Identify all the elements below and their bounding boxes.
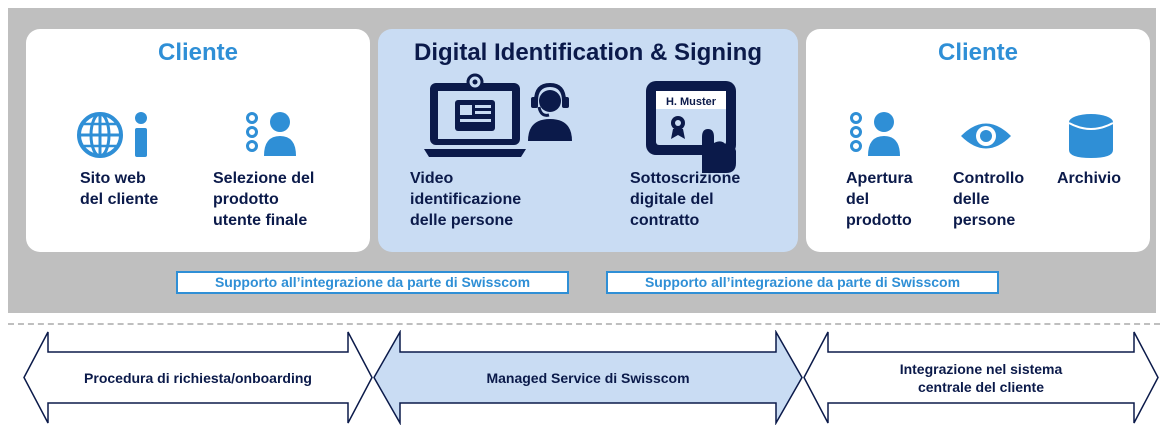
panel-title: Cliente xyxy=(157,39,238,66)
item-label-product-selection: Selezione del prodotto utente finale xyxy=(213,170,315,229)
double-arrow-shape xyxy=(373,330,803,425)
arrow-managed-service: Managed Service di Swisscom xyxy=(372,330,804,425)
database-icon xyxy=(1068,114,1114,158)
arrow-label: Integrazione nel sistema centrale del cl… xyxy=(899,360,1063,395)
signature-name: H. Muster xyxy=(666,96,717,108)
double-arrow-shape xyxy=(803,331,1159,424)
panel-digital-identification: Digital Identification & Signing Video i… xyxy=(378,29,798,252)
arrow-label: Procedura di richiesta/onboarding xyxy=(84,369,312,386)
panel-title: Cliente xyxy=(937,39,1018,66)
arrow-label: Managed Service di Swisscom xyxy=(486,369,690,386)
laptop-video-agent-icon xyxy=(424,73,572,157)
arrow-integration: Integrazione nel sistema centrale del cl… xyxy=(802,330,1160,425)
support-box-left: Supporto all’integrazione da parte di Sw… xyxy=(176,271,569,294)
eye-icon xyxy=(961,123,1011,149)
user-list-icon xyxy=(246,112,296,156)
item-label-website: Sito web del cliente xyxy=(80,170,159,208)
double-arrow-shape xyxy=(23,331,373,424)
item-label-product-opening: Apertura del prodotto xyxy=(846,170,913,229)
globe-info-icon xyxy=(77,112,147,158)
panel-client-left: Cliente Sito web del cliente Selezione d… xyxy=(26,29,370,252)
item-label-digital-signing: Sottoscrizione digitale del contratto xyxy=(630,170,741,229)
item-label-video-identification: Video identificazione delle persone xyxy=(410,170,522,229)
tablet-signature-icon: H. Muster xyxy=(646,81,736,173)
panel-title: Digital Identification & Signing xyxy=(414,39,762,66)
item-label-archive: Archivio xyxy=(1057,170,1122,187)
support-box-right: Supporto all’integrazione da parte di Sw… xyxy=(606,271,999,294)
arrow-onboarding: Procedura di richiesta/onboarding xyxy=(22,330,374,425)
dashed-divider xyxy=(8,323,1160,325)
item-label-person-check: Controllo delle persone xyxy=(953,170,1025,229)
user-list-icon xyxy=(850,112,900,156)
panel-client-right: Cliente Apertura del prodotto Controllo … xyxy=(806,29,1150,252)
